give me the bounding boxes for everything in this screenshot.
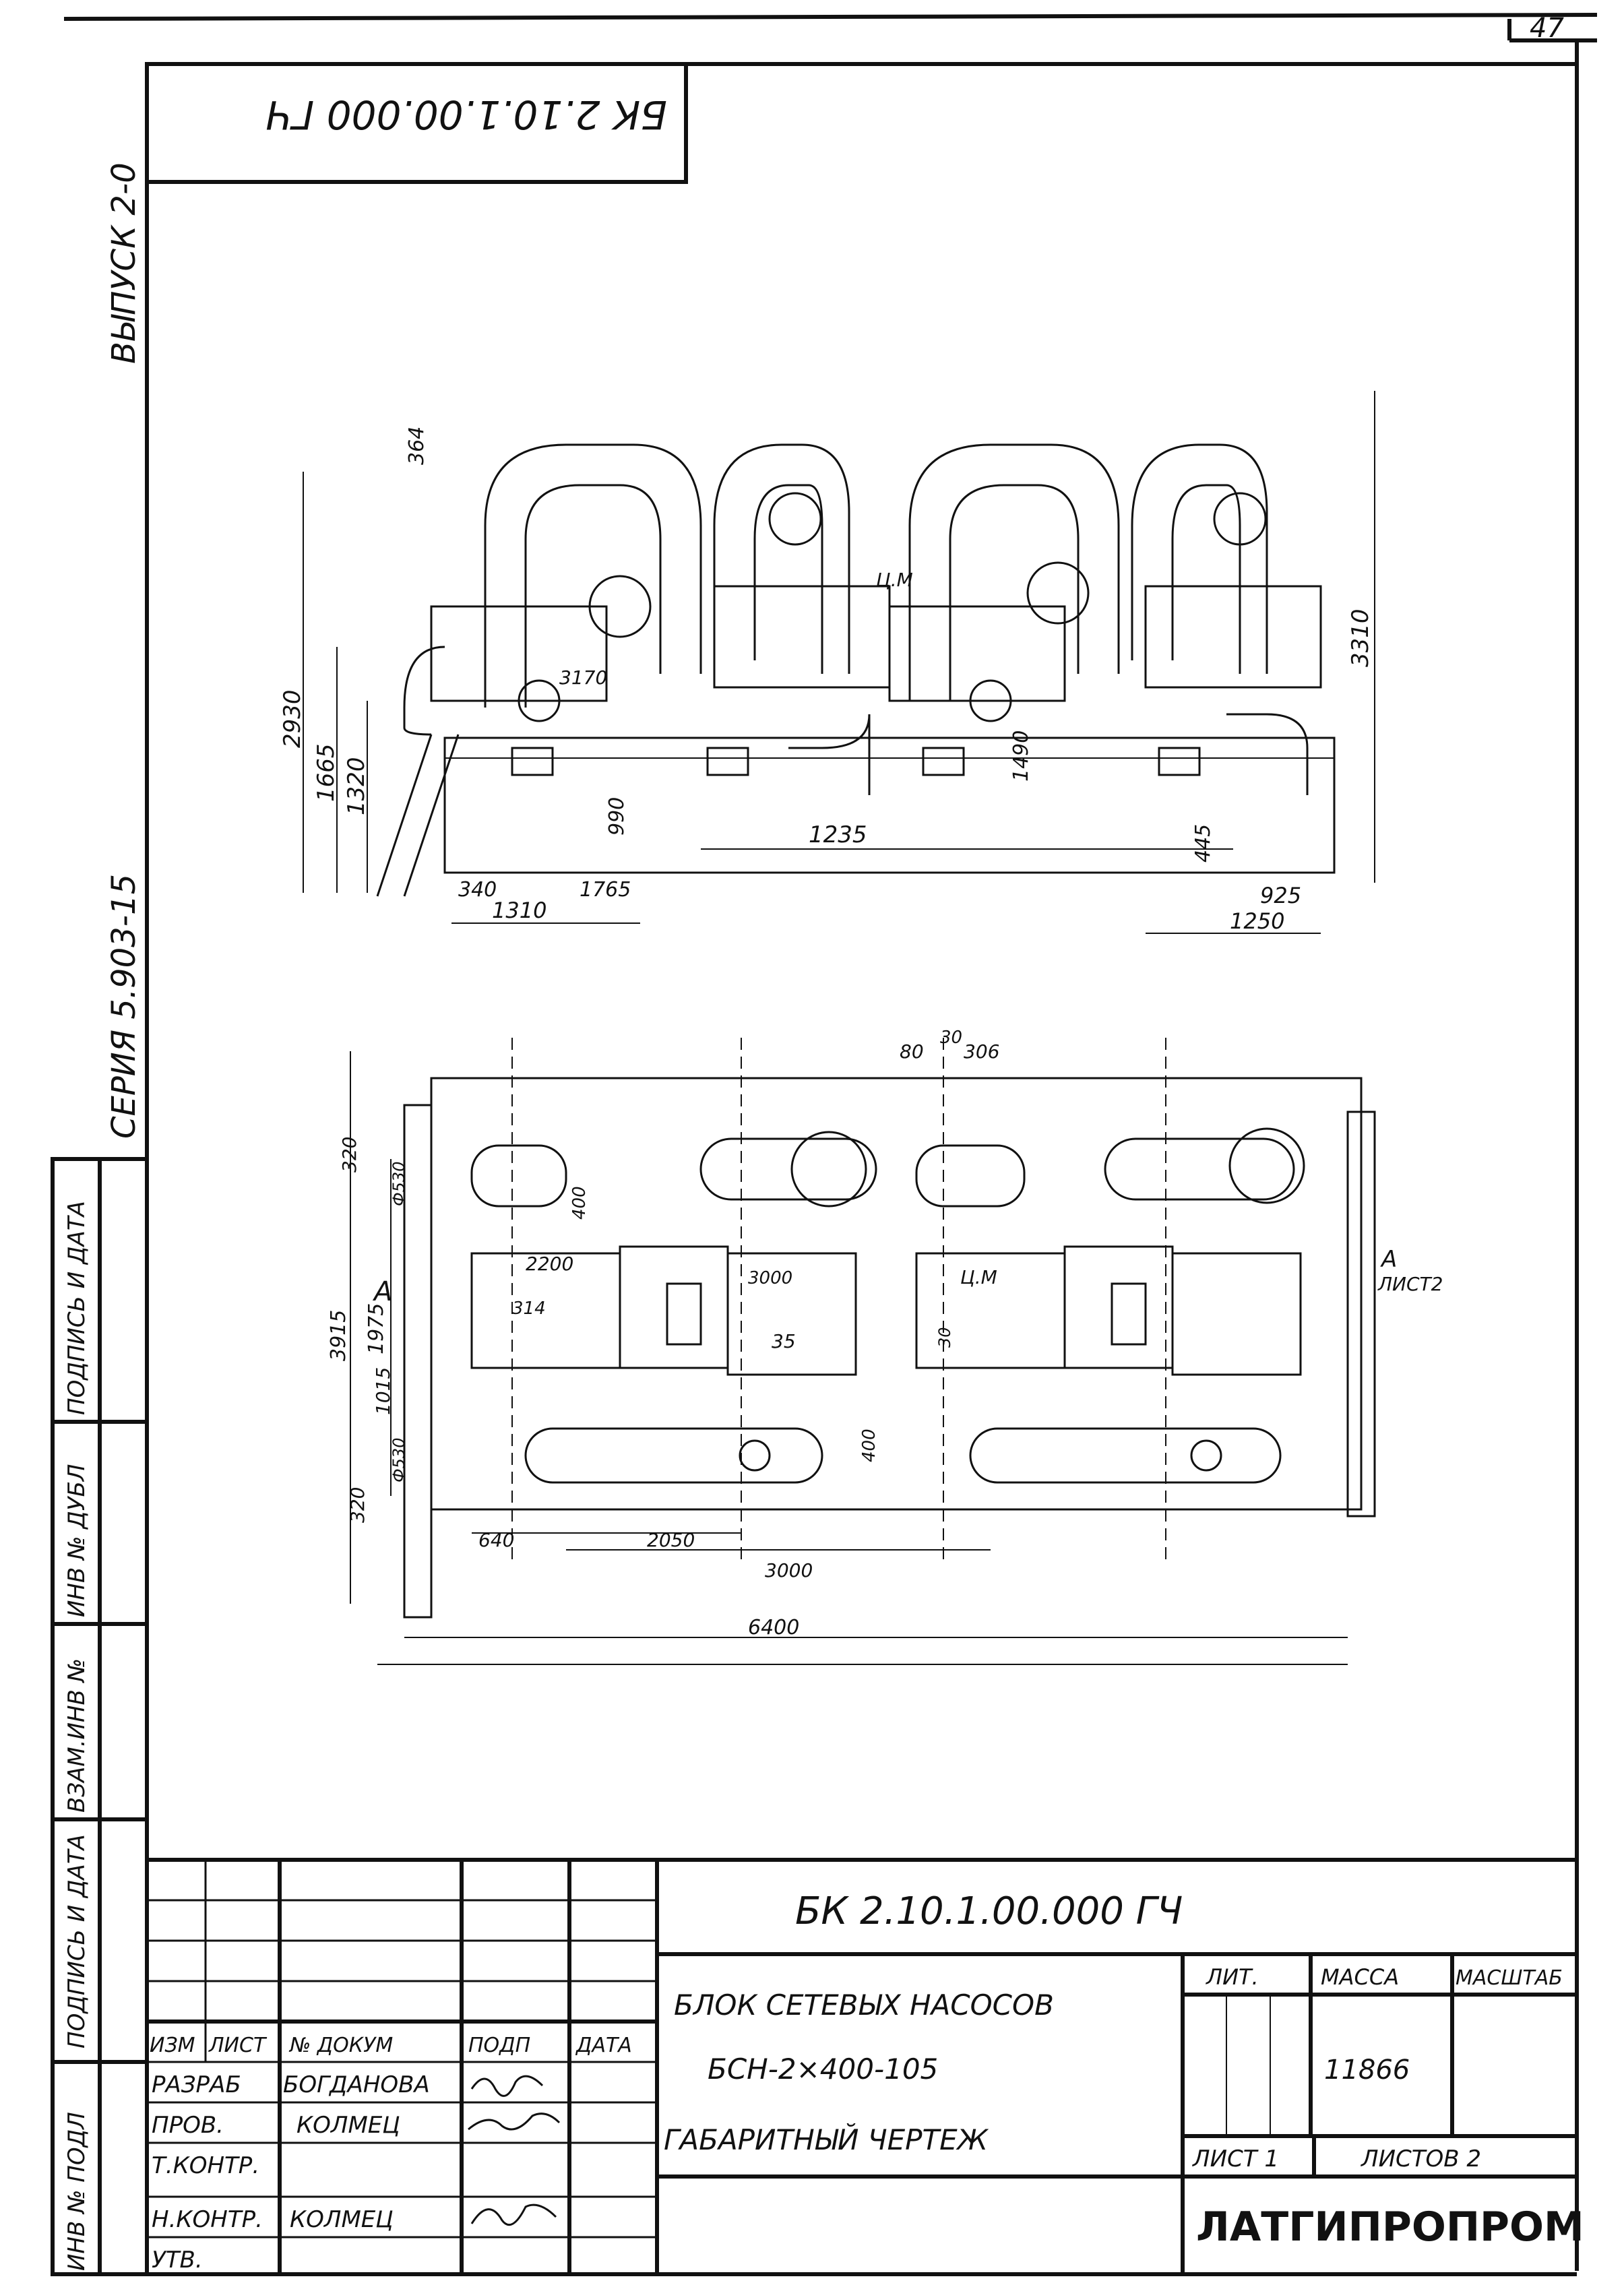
side-cell-vzam-inv: ВЗАМ.ИНВ № xyxy=(63,1658,90,1813)
plan-dim-320-bottom: 320 xyxy=(346,1487,369,1523)
elev-dim-1765: 1765 xyxy=(580,878,631,902)
role-prov: ПРОВ. xyxy=(152,2112,224,2139)
plan-section-sheet: ЛИСТ2 xyxy=(1377,1273,1443,1295)
plan-dim-400-top: 400 xyxy=(569,1186,590,1220)
plan-view xyxy=(350,1038,1376,1665)
plan-dim-530-top: Ф530 xyxy=(389,1162,408,1206)
plan-dim-640: 640 xyxy=(478,1529,514,1551)
plan-dim-320-top: 320 xyxy=(338,1137,361,1172)
plan-dim-6400: 6400 xyxy=(748,1616,799,1639)
name-razrab: БОГДАНОВА xyxy=(283,2071,430,2098)
stamp-code-mirrored: БК 2.10.1.00.000 ГЧ xyxy=(266,92,667,137)
elev-dim-1235: 1235 xyxy=(809,821,867,848)
plan-dim-3915: 3915 xyxy=(327,1310,350,1361)
plan-dim-2050: 2050 xyxy=(647,1529,695,1551)
plan-dim-2200: 2200 xyxy=(526,1253,573,1275)
elev-dim-925: 925 xyxy=(1260,883,1301,908)
elev-dim-3170: 3170 xyxy=(559,666,607,689)
side-cell-inv-dubl: ИНВ № ДУБЛ xyxy=(63,1464,90,1617)
elev-dim-1490: 1490 xyxy=(1009,730,1033,782)
elevation-view xyxy=(303,391,1375,934)
elev-label-cm: Ц.М xyxy=(876,569,913,591)
hdr-date: ДАТА xyxy=(575,2034,632,2057)
name-nkontr: КОЛМЕЦ xyxy=(290,2206,394,2233)
plan-dim-3000-bottom: 3000 xyxy=(765,1559,813,1582)
hdr-doc-no: № ДОКУМ xyxy=(288,2034,393,2057)
role-tkontr: Т.КОНТР. xyxy=(152,2152,259,2179)
mass-label: МАССА xyxy=(1321,1964,1399,1990)
elev-dim-1250: 1250 xyxy=(1230,908,1284,934)
side-cell-inv-podl: ИНВ № ПОДЛ xyxy=(63,2112,90,2271)
organization: ЛАТГИПРОПРОМ xyxy=(1196,2203,1584,2251)
doc-code: БК 2.10.1.00.000 ГЧ xyxy=(795,1889,1183,1933)
elev-dim-1665: 1665 xyxy=(313,743,340,802)
elev-dim-445: 445 xyxy=(1191,824,1215,863)
sheet-frame xyxy=(63,13,1598,2276)
plan-dim-35: 35 xyxy=(772,1330,796,1352)
plan-section-a: A xyxy=(372,1276,392,1307)
signature-marks xyxy=(468,2075,561,2226)
plan-dim-80: 80 xyxy=(900,1040,924,1063)
role-razrab: РАЗРАБ xyxy=(152,2071,241,2098)
plan-section-a-right: A xyxy=(1380,1246,1397,1273)
hdr-list: ЛИСТ xyxy=(208,2034,268,2057)
elev-dim-1310: 1310 xyxy=(492,898,546,923)
product-name-line1: БЛОК СЕТЕВЫХ НАСОСОВ xyxy=(674,1989,1054,2022)
plan-dim-1975: 1975 xyxy=(365,1303,388,1354)
plan-dim-306: 306 xyxy=(964,1040,999,1063)
role-utv: УТВ. xyxy=(152,2247,203,2274)
side-cell-podpis-1: ПОДПИСЬ И ДАТА xyxy=(63,1834,90,2048)
plan-dim-1015: 1015 xyxy=(372,1367,394,1415)
plan-dim-3000-top: 3000 xyxy=(748,1268,792,1288)
mass-value: 11866 xyxy=(1324,2055,1410,2086)
plan-dim-30: 30 xyxy=(935,1327,954,1348)
series-label: СЕРИЯ 5.903-15 xyxy=(105,874,143,1139)
pump-unit-1-elevation xyxy=(403,443,891,795)
sheets-label: ЛИСТОВ 2 xyxy=(1360,2146,1481,2172)
elev-dim-1320: 1320 xyxy=(343,757,370,815)
title-block xyxy=(147,1858,1577,2274)
page-number: 47 xyxy=(1530,13,1564,44)
pump-unit-2-elevation xyxy=(888,443,1322,795)
issue-label: ВЫПУСК 2-0 xyxy=(105,162,143,364)
scale-label: МАСШТАБ xyxy=(1456,1966,1563,1990)
role-nkontr: Н.КОНТР. xyxy=(152,2206,263,2233)
elev-dim-364: 364 xyxy=(405,427,429,465)
plan-label-cm: Ц.М xyxy=(960,1266,997,1288)
mirrored-code-stamp: БК 2.10.1.00.000 ГЧ xyxy=(145,62,688,184)
hdr-sign: ПОДП xyxy=(468,2034,530,2057)
product-name-line2: БСН-2×400-105 xyxy=(708,2053,938,2086)
product-name-line3: ГАБАРИТНЫЙ ЧЕРТЕЖ xyxy=(664,2123,989,2156)
elev-dim-990: 990 xyxy=(605,797,629,836)
hdr-izm: ИЗМ xyxy=(150,2034,195,2057)
sheet-label: ЛИСТ 1 xyxy=(1191,2146,1279,2172)
plan-dim-530-bottom: Ф530 xyxy=(389,1438,408,1482)
side-strip: ИНВ № ПОДЛ ПОДПИСЬ И ДАТА ВЗАМ.ИНВ № ИНВ… xyxy=(51,1157,149,2276)
elev-dim-340: 340 xyxy=(458,878,497,902)
plan-dim-400-bottom: 400 xyxy=(859,1429,879,1462)
elev-dim-3310: 3310 xyxy=(1347,608,1374,667)
plan-dim-30-top: 30 xyxy=(940,1028,962,1048)
lit-label: ЛИТ. xyxy=(1206,1964,1259,1990)
side-cell-podpis-2: ПОДПИСЬ И ДАТА xyxy=(63,1201,90,1415)
plan-dim-314: 314 xyxy=(512,1298,546,1319)
name-prov: КОЛМЕЦ xyxy=(296,2112,400,2139)
elev-dim-2930: 2930 xyxy=(279,689,306,748)
